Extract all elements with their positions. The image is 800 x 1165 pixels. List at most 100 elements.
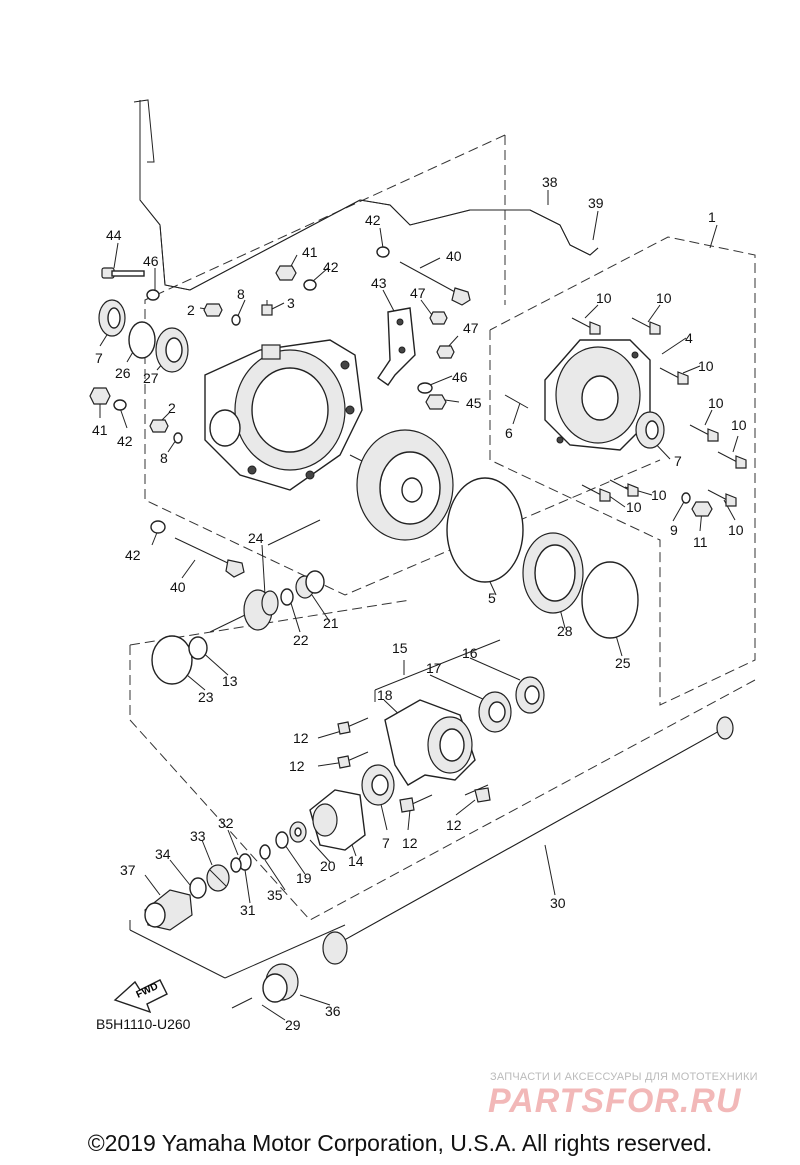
part-collar-21[interactable]: [295, 570, 325, 599]
part-bolt-40-lower[interactable]: [174, 537, 245, 578]
part-o-ring-26[interactable]: [128, 321, 156, 359]
part-circlip-35[interactable]: [259, 844, 271, 860]
callout: 4: [685, 330, 693, 346]
callout: 42: [323, 259, 339, 275]
callout: 46: [452, 369, 468, 385]
callout: 10: [596, 290, 612, 306]
callout: 46: [143, 253, 159, 269]
part-fitting-3[interactable]: [261, 300, 273, 316]
part-washer-8[interactable]: [173, 314, 241, 444]
breather-hose[interactable]: [133, 99, 599, 291]
watermark-logo: PARTSFOR.RU: [488, 1082, 742, 1120]
part-bearing-17[interactable]: [478, 691, 512, 733]
part-oil-seal-16[interactable]: [515, 676, 545, 714]
part-bolts-10[interactable]: [571, 317, 747, 507]
callout: 1: [708, 209, 716, 225]
callout: 37: [120, 862, 136, 878]
part-nut-41[interactable]: [89, 387, 111, 405]
part-drive-shaft[interactable]: [322, 716, 734, 965]
callout: 47: [410, 285, 426, 301]
part-screw-2[interactable]: [149, 303, 223, 433]
part-nut-45[interactable]: [425, 394, 447, 410]
callout: 10: [698, 358, 714, 374]
part-washer-42-lower[interactable]: [150, 520, 166, 534]
part-bolts-12[interactable]: [337, 717, 491, 813]
part-o-ring-25[interactable]: [581, 561, 639, 639]
part-shim-22[interactable]: [280, 588, 294, 606]
callout: 12: [289, 758, 305, 774]
callout: 30: [550, 895, 566, 911]
fwd-arrow-icon: FWD: [113, 979, 168, 1014]
part-o-ring-5[interactable]: [446, 477, 524, 583]
part-shim-13[interactable]: [188, 636, 208, 660]
part-bolt-44[interactable]: [101, 267, 145, 279]
part-spline-collar-33[interactable]: [206, 864, 230, 892]
callout: 6: [505, 425, 513, 441]
copyright-notice: ©2019 Yamaha Motor Corporation, U.S.A. A…: [87, 1130, 713, 1156]
callout: 12: [446, 817, 462, 833]
part-oil-seal-7-right[interactable]: [635, 411, 665, 449]
callout: 8: [237, 286, 245, 302]
part-boot-37[interactable]: [144, 889, 193, 931]
part-washer-42[interactable]: [113, 399, 127, 411]
callout: 9: [670, 522, 678, 538]
part-bearing-housing-18[interactable]: [384, 699, 476, 786]
callout: 40: [446, 248, 462, 264]
callout: 8: [160, 450, 168, 466]
part-spring-29[interactable]: [231, 997, 253, 1009]
part-bearing-27[interactable]: [155, 327, 189, 373]
part-bolt-47[interactable]: [429, 311, 455, 359]
part-oil-seal-7-left[interactable]: [98, 299, 126, 337]
part-shim-28[interactable]: [522, 532, 584, 614]
callout: 18: [377, 687, 393, 703]
part-o-ring-23[interactable]: [151, 635, 193, 685]
part-pinion-gear[interactable]: [209, 589, 279, 633]
callout: 42: [117, 433, 133, 449]
callout: 19: [296, 870, 312, 886]
part-coupling-14[interactable]: [309, 789, 366, 851]
part-washer-42-upper[interactable]: [303, 246, 390, 291]
part-nut-20[interactable]: [289, 821, 307, 843]
callout: 31: [240, 902, 256, 918]
callout: 29: [285, 1017, 301, 1033]
callout: 47: [463, 320, 479, 336]
callout: 22: [293, 632, 309, 648]
callout: 24: [248, 530, 264, 546]
watermark-tagline: ЗАПЧАСТИ И АКСЕССУАРЫ ДЛЯ МОТОТЕХНИКИ: [490, 1071, 758, 1083]
callout: 34: [155, 846, 171, 862]
diagram-code: B5H1110-U260: [96, 1016, 191, 1032]
callout: 10: [626, 499, 642, 515]
part-bolt-40-upper[interactable]: [399, 261, 471, 306]
callout: 45: [466, 395, 482, 411]
part-stud-6[interactable]: [504, 394, 529, 409]
part-gear-case-housing[interactable]: [204, 339, 363, 491]
callout: 15: [392, 640, 408, 656]
callout: 33: [190, 828, 206, 844]
part-circlip-34[interactable]: [189, 877, 207, 899]
callout: 14: [348, 853, 364, 869]
part-bracket-43[interactable]: [377, 307, 416, 386]
part-nut-41-upper[interactable]: [275, 265, 297, 281]
callout: 7: [95, 350, 103, 366]
part-washer-19[interactable]: [275, 831, 289, 849]
callout: 10: [728, 522, 744, 538]
part-ring-gear[interactable]: [349, 429, 454, 541]
callout: 12: [402, 835, 418, 851]
callout: 2: [168, 400, 176, 416]
callout: 25: [615, 655, 631, 671]
assembly-boundaries: [129, 134, 756, 921]
part-washer-46[interactable]: [146, 289, 160, 301]
part-washer-9[interactable]: [681, 492, 691, 504]
callout: 32: [218, 815, 234, 831]
callout: 10: [731, 417, 747, 433]
callout: 40: [170, 579, 186, 595]
callout: 43: [371, 275, 387, 291]
callout: 21: [323, 615, 339, 631]
part-boot-36[interactable]: [262, 963, 299, 1003]
callout: 44: [106, 227, 122, 243]
part-washer-32[interactable]: [230, 857, 242, 873]
part-oil-seal-7-lower[interactable]: [361, 764, 395, 806]
part-washer-46-right[interactable]: [417, 382, 433, 394]
part-gear-case-cover[interactable]: [544, 339, 651, 451]
part-nut-11[interactable]: [691, 501, 713, 517]
